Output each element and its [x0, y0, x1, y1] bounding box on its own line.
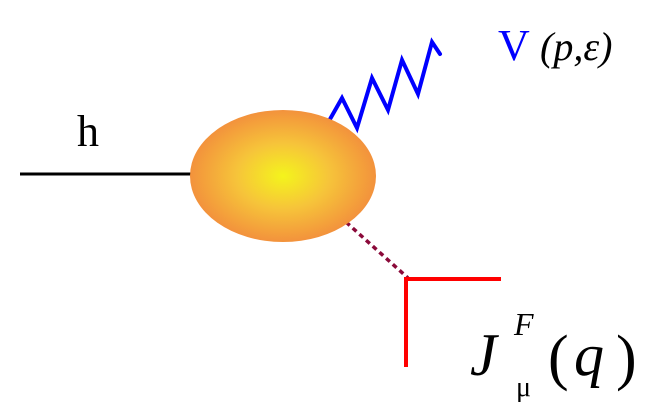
- current-lines: [404, 277, 501, 367]
- current-symbol: J: [470, 322, 499, 388]
- boson-wavy-line: [323, 37, 442, 134]
- interaction-blob: [190, 110, 376, 242]
- incoming-label: h: [77, 107, 99, 156]
- current-args-var: q: [574, 322, 604, 388]
- current-args-close: ): [616, 324, 637, 392]
- current-args-open: (: [548, 324, 569, 392]
- current-superscript: F: [513, 306, 534, 342]
- current-subscript: μ: [516, 372, 531, 402]
- boson-symbol: V: [498, 21, 530, 70]
- boson-args: (p,ε): [540, 24, 612, 69]
